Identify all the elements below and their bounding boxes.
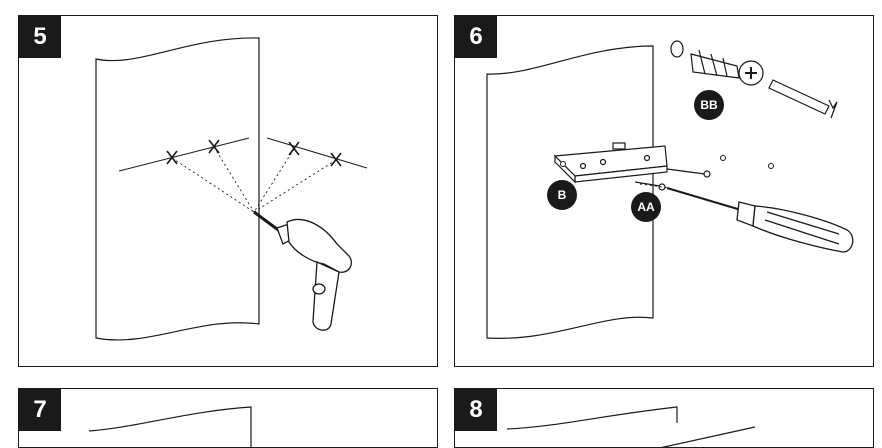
wall-outline xyxy=(506,406,678,430)
wall-outline xyxy=(95,37,260,341)
screwdriver-icon xyxy=(666,187,854,253)
callout-b: B xyxy=(547,180,577,210)
x-mark xyxy=(166,150,178,165)
x-mark xyxy=(208,139,220,154)
drill-guide-lines xyxy=(171,146,337,213)
mark-line-left xyxy=(118,137,250,172)
step-7-illustration xyxy=(88,406,252,447)
step-6-panel: 6 xyxy=(454,15,874,367)
step-number-badge: 5 xyxy=(19,16,61,58)
drill-icon xyxy=(276,218,353,331)
wall-anchor-icon xyxy=(670,40,764,86)
wall-outline xyxy=(88,406,252,447)
screw-icon xyxy=(634,181,666,191)
bracket-icon xyxy=(553,142,668,184)
alignment-dashes xyxy=(639,183,671,189)
shelf-edge xyxy=(661,426,756,447)
step-number-badge: 6 xyxy=(455,16,497,58)
step-8-panel: 8 xyxy=(454,388,874,448)
bracket-mounting-illustration xyxy=(486,40,854,339)
x-mark xyxy=(330,152,342,167)
x-mark xyxy=(288,141,300,156)
step-8-illustration xyxy=(506,406,756,447)
wall-outline xyxy=(486,45,654,339)
screw-icon xyxy=(666,168,711,178)
step-number-badge: 8 xyxy=(455,389,497,431)
callout-aa: AA xyxy=(631,192,661,222)
drill-marking-illustration xyxy=(95,37,368,341)
screwdriver-tip-icon xyxy=(768,79,838,119)
callout-bb: BB xyxy=(694,90,724,120)
step-7-panel: 7 xyxy=(18,388,438,448)
hole-markers xyxy=(560,155,774,169)
step-5-panel: 5 xyxy=(18,15,438,367)
drill-bit xyxy=(253,210,282,234)
step-number-badge: 7 xyxy=(19,389,61,431)
mark-line-right xyxy=(266,137,368,169)
